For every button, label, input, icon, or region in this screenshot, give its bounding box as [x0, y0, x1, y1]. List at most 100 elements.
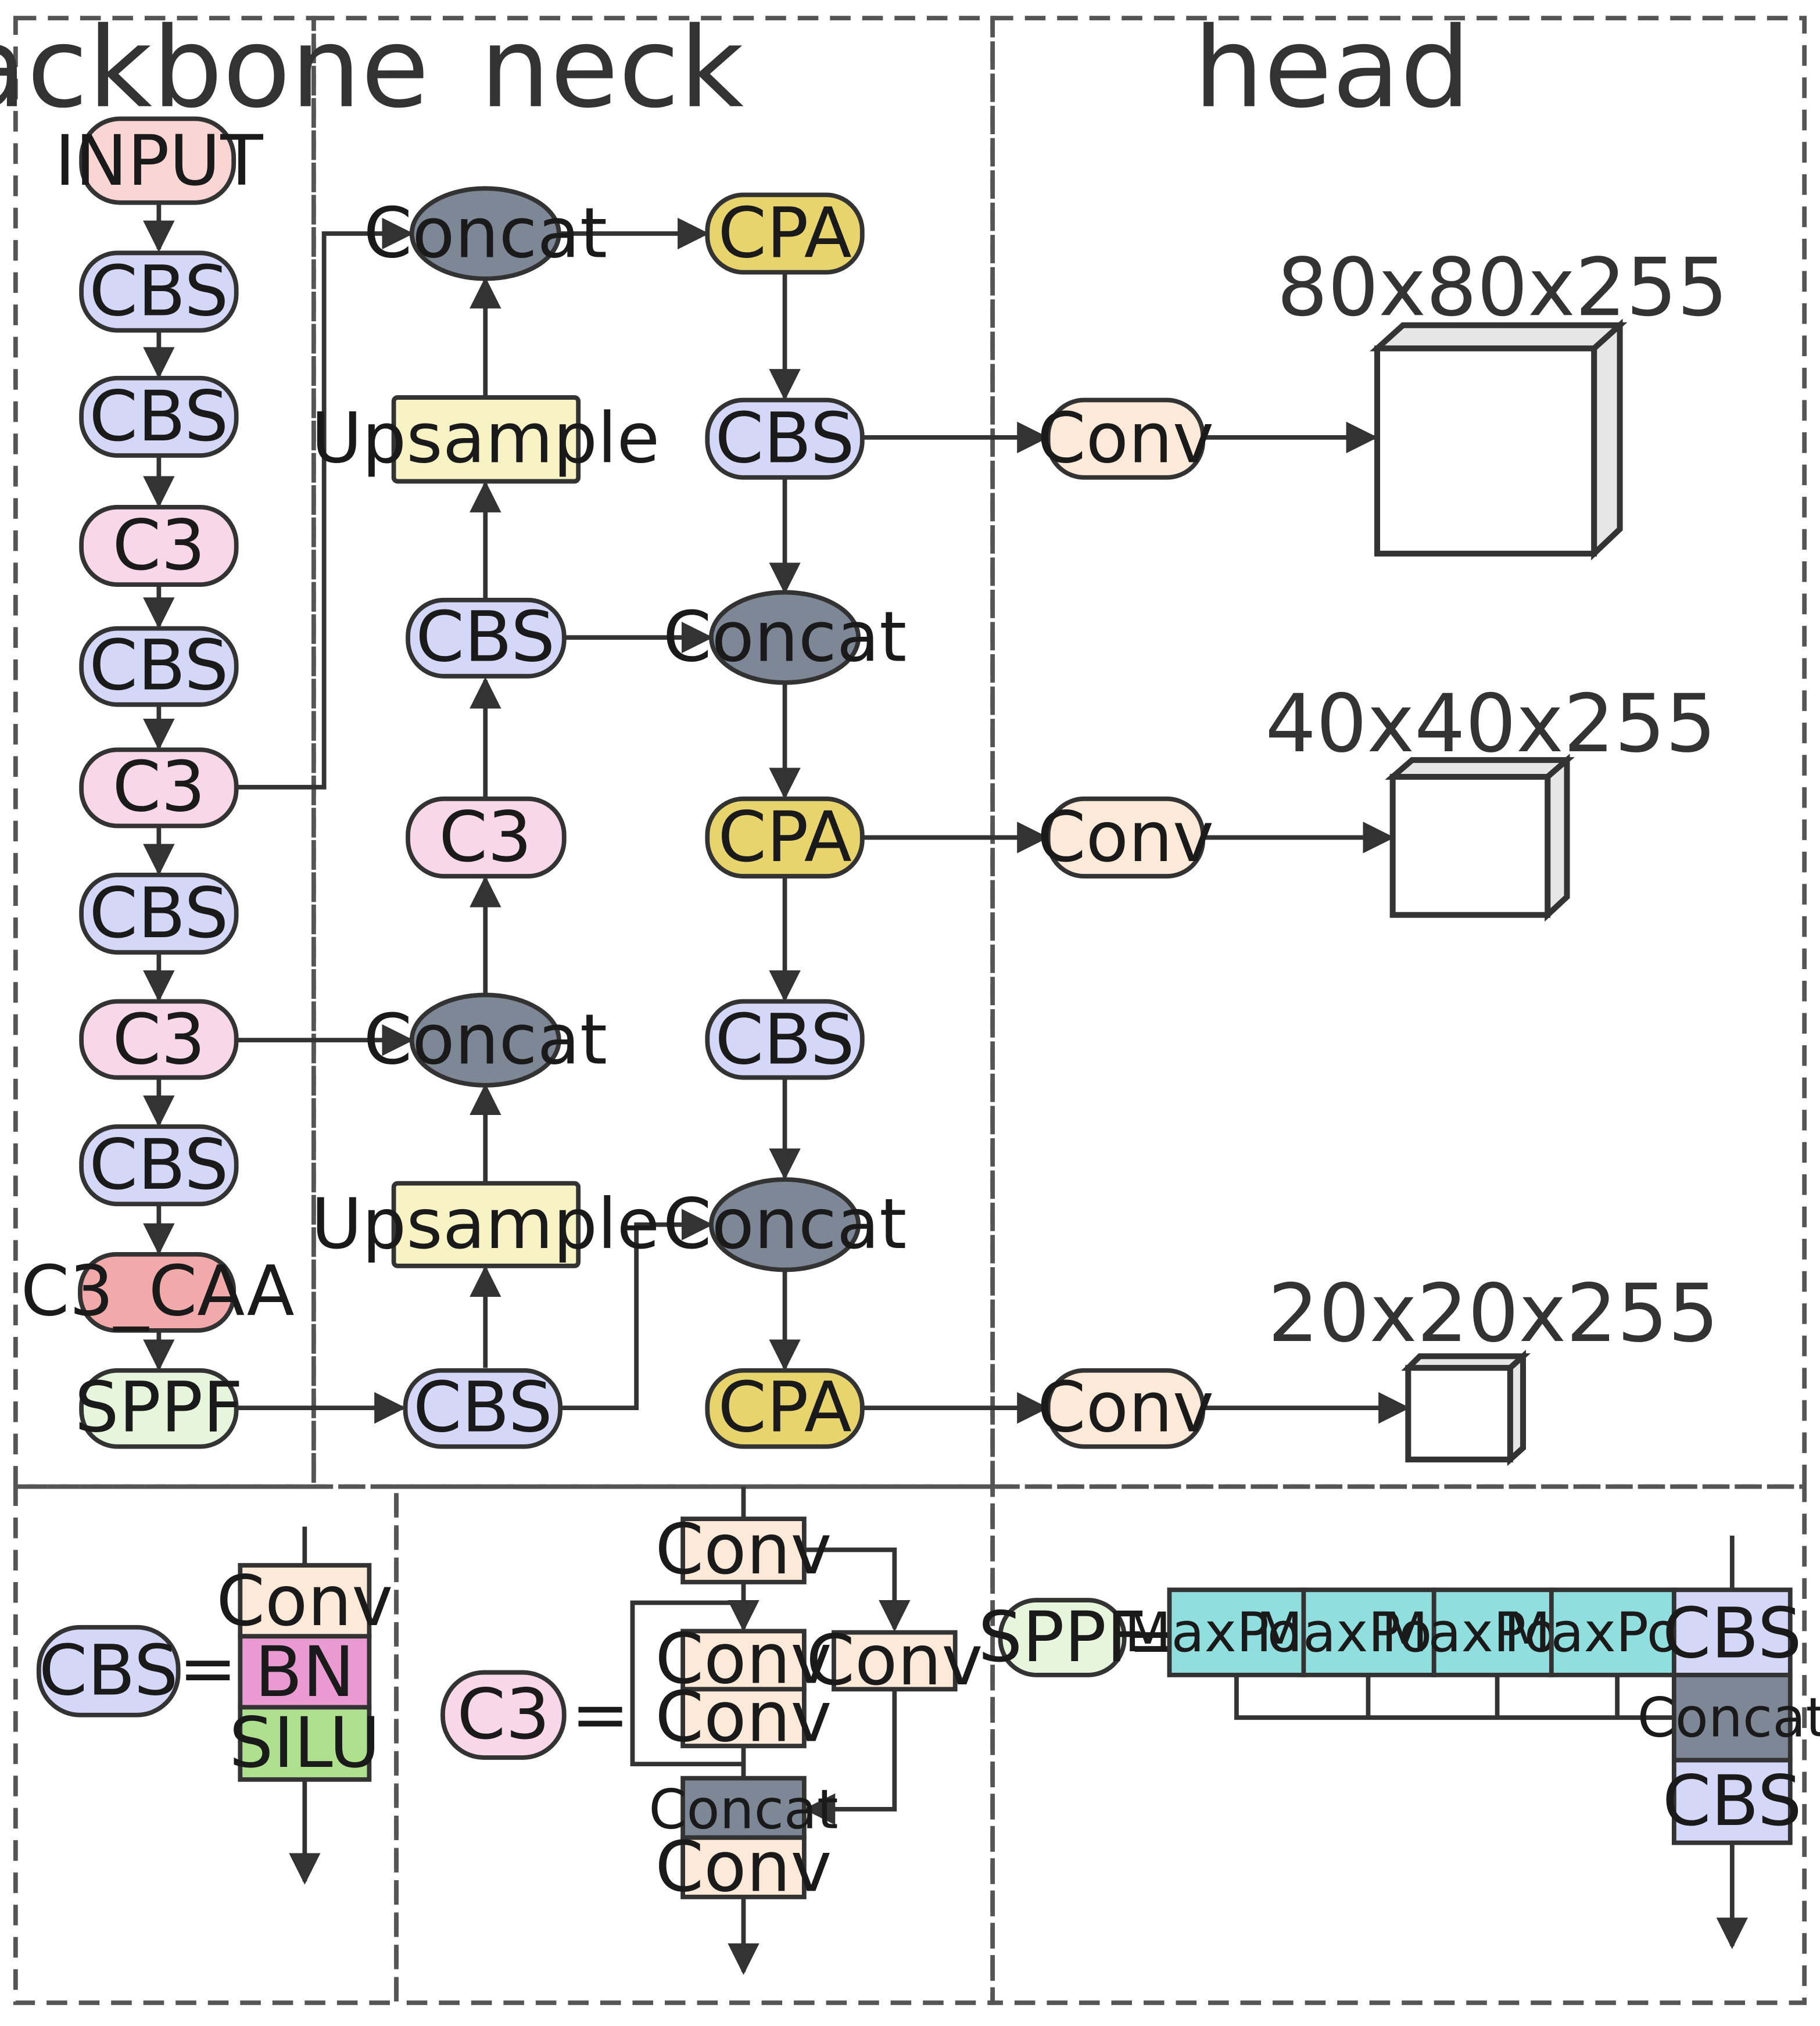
legend-cbs-bn-label: BN — [255, 1632, 354, 1713]
node-backbone-c3-1 — [79, 504, 239, 587]
node-backbone-cbs-3-label: CBS — [89, 626, 228, 707]
node-backbone-cbs-3 — [79, 626, 239, 707]
section-title-backbone: backbone — [0, 4, 429, 133]
node-neck-upsample-top — [391, 395, 581, 484]
output-cube-40 — [1385, 754, 1575, 922]
output-cube-80 — [1369, 318, 1628, 561]
legend-cbs-conv-label: Conv — [216, 1561, 393, 1642]
backbone-nodes: INPUT CBS CBS C3 CBS C3 CBS C3 CBS C3_CA… — [21, 116, 295, 1449]
node-neck-upsample-top-label: Upsample — [311, 399, 660, 479]
node-c3-caa-label: C3_CAA — [21, 1252, 295, 1332]
node-backbone-cbs-4-label: CBS — [89, 873, 228, 954]
legend-c3-conv-side — [832, 1630, 958, 1692]
cbs-legend-panel — [13, 1484, 399, 2005]
output-cube-80-front — [1374, 345, 1597, 557]
legend-sppf-maxpool-3 — [1431, 1587, 1554, 1677]
legend-c3-conv-mid-2 — [680, 1687, 807, 1748]
node-neck-concat-right-2-label: Concat — [663, 1184, 907, 1265]
node-sppf — [79, 1368, 239, 1449]
legend-c3-concat-label: Concat — [649, 1777, 838, 1841]
node-neck-cbs-right-1 — [705, 397, 865, 480]
legend-sppf-node — [998, 1598, 1127, 1677]
node-neck-concat-low-label: Concat — [364, 1000, 608, 1081]
output-label-80: 80x80x255 — [1277, 241, 1728, 334]
legend-c3-conv-mid-1-label: Conv — [655, 1619, 832, 1700]
node-neck-cbs-mid-label: CBS — [415, 597, 555, 678]
node-backbone-cbs-2 — [79, 375, 239, 458]
section-title-head: head — [1194, 4, 1471, 133]
legend-c3-conv-side-label: Conv — [806, 1620, 983, 1701]
legend-sppf: SPPF = MaxPool MaxPool MaxPool MaxPool C… — [978, 1587, 1820, 1845]
node-neck-cpa-3-label: CPA — [718, 1368, 851, 1448]
legend-c3-equals: = — [571, 1674, 629, 1755]
legend-c3-conv-out — [680, 1835, 807, 1899]
legend-cbs-conv — [238, 1563, 372, 1639]
legend-cbs-node — [36, 1625, 181, 1717]
head-nodes: Conv Conv Conv 80x80x255 40x40x255 20x20… — [1037, 241, 1728, 1466]
node-backbone-c3-3 — [79, 999, 239, 1080]
edge-legend-c3-residual — [630, 1600, 744, 1767]
node-neck-cbs-right-1-label: CBS — [715, 399, 855, 479]
sppf-legend-panel — [990, 1484, 1807, 2005]
node-neck-c3 — [406, 796, 567, 878]
legend-cbs: CBS = Conv BN SILU — [36, 1561, 393, 1784]
neck-nodes: Concat Upsample CBS C3 Concat Upsample C… — [311, 186, 907, 1449]
node-neck-concat-right-1 — [709, 590, 861, 685]
edge-legend-sppf-collect — [1234, 1674, 1674, 1720]
edges — [143, 202, 1748, 1975]
edge-legend-c3-side-to-concat — [803, 1689, 897, 1826]
legend-sppf-maxpool-2 — [1301, 1587, 1436, 1677]
legend-cbs-node-label: CBS — [39, 1631, 178, 1712]
legend-c3-conv-mid-2-label: Conv — [655, 1677, 832, 1758]
node-neck-upsample-low — [391, 1181, 581, 1268]
node-neck-cbs-right-2-label: CBS — [715, 1000, 855, 1081]
output-cube-80-side — [1591, 318, 1623, 561]
legend-cbs-equals: = — [179, 1628, 237, 1709]
node-head-conv-2-label: Conv — [1037, 797, 1214, 878]
node-neck-cpa-3 — [705, 1368, 865, 1449]
node-neck-concat-low — [409, 992, 561, 1088]
node-neck-cbs-mid — [406, 597, 567, 679]
node-head-conv-1 — [1045, 397, 1206, 480]
node-neck-concat-right-2 — [709, 1177, 861, 1272]
node-neck-concat-top — [409, 186, 561, 281]
node-backbone-c3-3-label: C3 — [112, 1000, 205, 1081]
output-cube-20 — [1401, 1350, 1531, 1466]
node-backbone-c3-1-label: C3 — [112, 505, 205, 586]
legend-c3-node — [440, 1670, 567, 1760]
legend-cbs-silu-label: SILU — [229, 1703, 380, 1784]
legend-sppf-maxpool-1 — [1167, 1587, 1306, 1677]
output-cube-20-front — [1405, 1365, 1513, 1462]
legend-c3-conv-mid-1 — [680, 1629, 807, 1692]
legend-sppf-cbs-out-label: CBS — [1663, 1761, 1802, 1842]
node-backbone-cbs-2-label: CBS — [89, 376, 228, 457]
node-neck-cpa-1 — [705, 192, 865, 275]
node-neck-concat-top-label: Concat — [364, 193, 608, 274]
legend-c3-conv-out-label: Conv — [655, 1827, 832, 1907]
legend-sppf-cbs-out — [1671, 1758, 1793, 1845]
node-backbone-cbs-1-label: CBS — [89, 251, 228, 332]
node-neck-cbs-bottom-label: CBS — [413, 1368, 553, 1448]
node-sppf-label: SPPF — [74, 1368, 243, 1448]
node-backbone-cbs-4 — [79, 872, 239, 955]
legend-c3-node-label: C3 — [457, 1674, 550, 1755]
neck-panel — [311, 16, 995, 1489]
legend-sppf-concat — [1671, 1672, 1793, 1763]
node-neck-cpa-2 — [705, 796, 865, 878]
node-neck-cpa-1-label: CPA — [718, 193, 851, 274]
legend-c3-conv-top — [680, 1516, 807, 1584]
legend-sppf-cbs-in-label: CBS — [1663, 1593, 1802, 1674]
node-backbone-c3-2 — [79, 747, 239, 829]
node-neck-upsample-low-label: Upsample — [311, 1184, 660, 1265]
legend-c3: C3 = Conv Conv Conv Conv Concat Conv — [440, 1509, 983, 1907]
node-head-conv-3 — [1045, 1368, 1206, 1449]
node-backbone-cbs-5-label: CBS — [89, 1125, 228, 1206]
section-title-neck: neck — [480, 4, 744, 133]
node-input-label: INPUT — [55, 121, 263, 202]
legend-cbs-silu — [238, 1705, 372, 1782]
node-input — [79, 116, 237, 205]
node-head-conv-2 — [1045, 796, 1206, 878]
node-backbone-c3-2-label: C3 — [112, 747, 205, 827]
output-label-40: 40x40x255 — [1265, 677, 1716, 770]
